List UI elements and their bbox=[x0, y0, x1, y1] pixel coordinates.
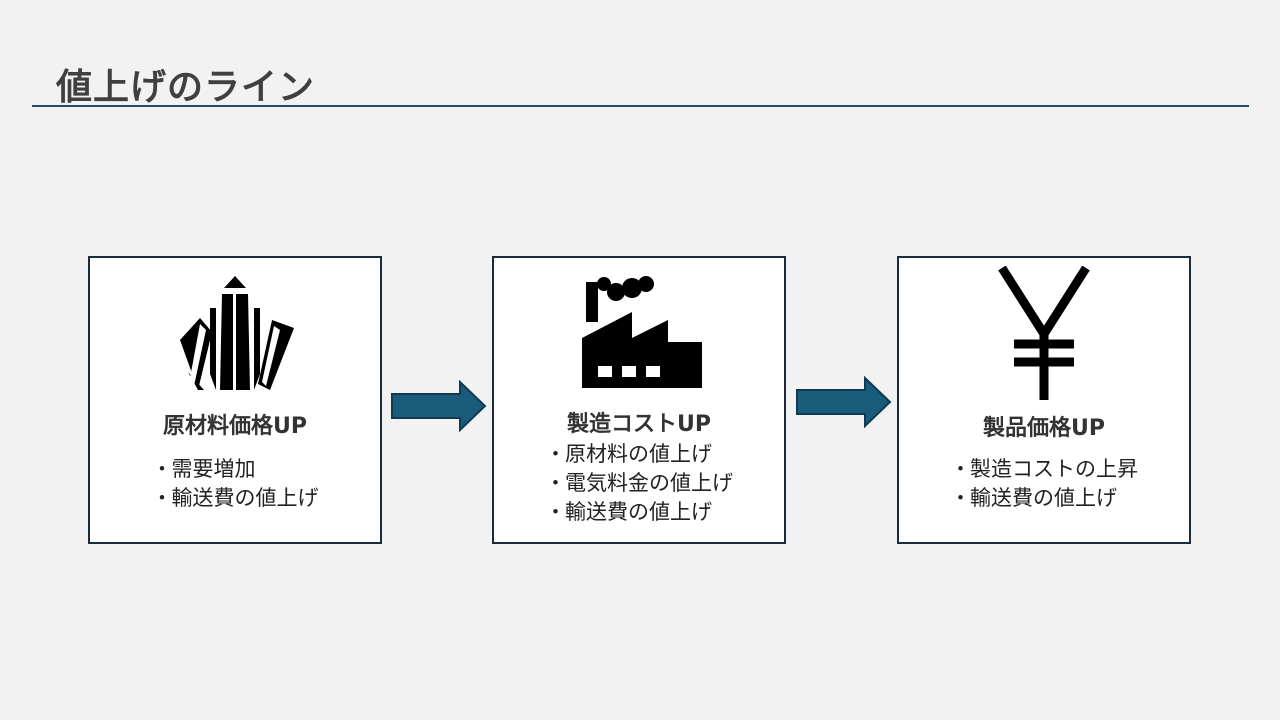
list-item: ・需要増加 bbox=[151, 457, 256, 481]
arrow-right-icon bbox=[391, 380, 487, 432]
factory-icon bbox=[494, 272, 784, 392]
list-item: ・製造コストの上昇 bbox=[950, 457, 1138, 481]
card-raw-material: 原材料価格UP ・需要増加 ・輸送費の値上げ bbox=[88, 256, 382, 544]
bullet-list: ・原材料の値上げ ・電気料金の値上げ ・輸送費の値上げ bbox=[494, 440, 784, 527]
card-heading: 原材料価格UP bbox=[163, 414, 307, 439]
card-heading: 製品価格UP bbox=[983, 416, 1105, 441]
title-divider bbox=[32, 105, 1249, 107]
crystal-icon bbox=[90, 274, 380, 392]
list-item: ・輸送費の値上げ bbox=[950, 486, 1117, 510]
bullet-list: ・製造コストの上昇 ・輸送費の値上げ bbox=[899, 455, 1189, 513]
card-heading: 製造コストUP bbox=[567, 412, 711, 437]
list-item: ・輸送費の値上げ bbox=[151, 486, 319, 510]
list-item: ・電気料金の値上げ bbox=[545, 471, 733, 495]
card-manufacturing: 製造コストUP ・原材料の値上げ ・電気料金の値上げ ・輸送費の値上げ bbox=[492, 256, 786, 544]
bullet-list: ・需要増加 ・輸送費の値上げ bbox=[90, 455, 380, 513]
list-item: ・原材料の値上げ bbox=[545, 442, 712, 466]
card-product-price: 製品価格UP ・製造コストの上昇 ・輸送費の値上げ bbox=[897, 256, 1191, 544]
list-item: ・輸送費の値上げ bbox=[545, 500, 712, 524]
yen-icon bbox=[899, 266, 1189, 402]
arrow-right-icon bbox=[796, 376, 892, 428]
slide-title: 値上げのライン bbox=[56, 67, 316, 108]
